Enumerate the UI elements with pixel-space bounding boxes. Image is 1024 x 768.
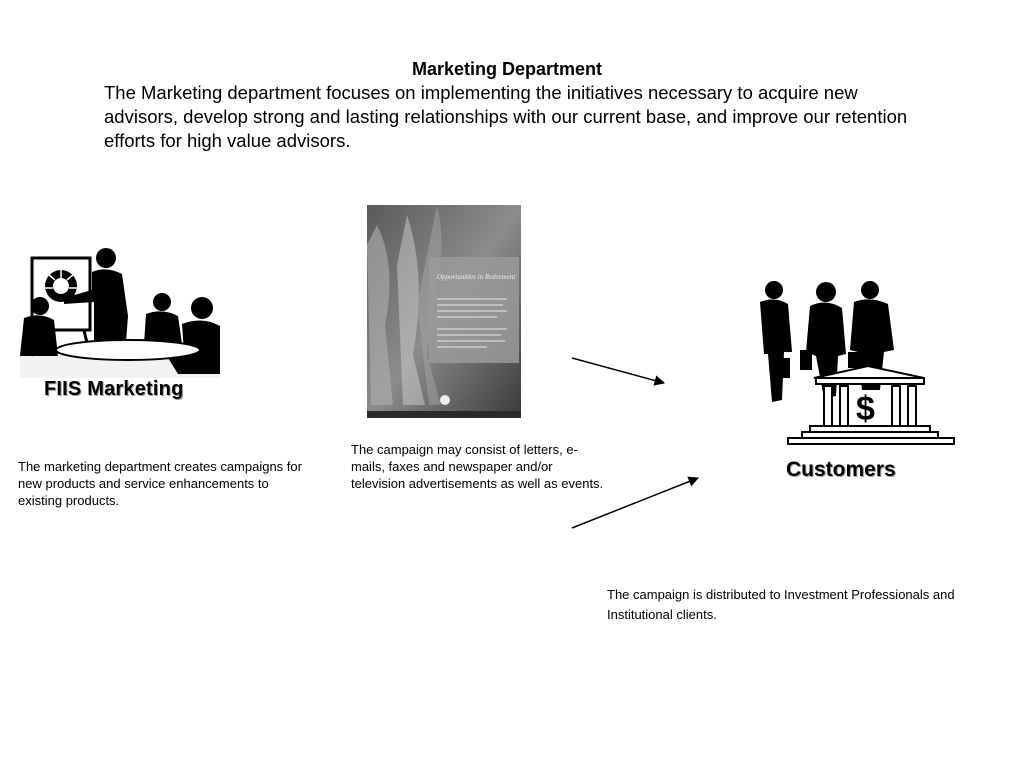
slide-title: Marketing Department [411, 59, 603, 79]
marketing-caption: The marketing department creates campaig… [18, 459, 302, 508]
customers-icon: $ [760, 281, 955, 445]
arrow-to-customers-lower [571, 476, 699, 529]
arrow-to-customers-upper [571, 357, 666, 386]
campaign-brochure-image: Opportunities in Retirement [367, 205, 521, 418]
arrows [571, 357, 699, 529]
customers-caption: The campaign is distributed to Investmen… [607, 587, 955, 622]
dollar-sign-icon: $ [856, 390, 875, 428]
marketing-meeting-icon [20, 248, 220, 378]
customers-label: Customers [786, 458, 896, 481]
brochure-title: Opportunities in Retirement [437, 273, 516, 281]
intro-paragraph: The Marketing department focuses on impl… [104, 82, 908, 151]
fiis-marketing-label: FIIS Marketing [44, 378, 184, 400]
campaign-caption: The campaign may consist of letters, e-m… [351, 442, 604, 491]
